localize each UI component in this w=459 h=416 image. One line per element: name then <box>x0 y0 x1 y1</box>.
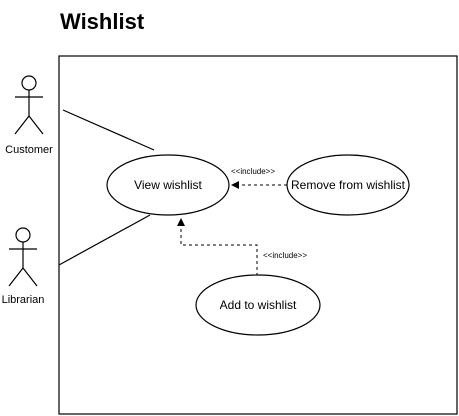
librarian-label: Librarian <box>2 294 45 306</box>
actor-customer: Customer <box>5 75 53 156</box>
librarian-stick-figure <box>8 227 38 287</box>
add-include-arrow <box>177 218 258 276</box>
use-case-remove-from-wishlist[interactable]: Remove from wishlist <box>286 154 410 216</box>
view-wishlist-label: View wishlist <box>134 178 202 192</box>
add-include-label: <<include>> <box>263 251 307 260</box>
use-case-view-wishlist[interactable]: View wishlist <box>106 154 230 216</box>
remove-from-wishlist-label: Remove from wishlist <box>291 178 406 192</box>
add-to-wishlist-label: Add to wishlist <box>220 298 297 312</box>
actor-librarian: Librarian <box>2 227 45 306</box>
use-case-add-to-wishlist[interactable]: Add to wishlist <box>195 274 321 336</box>
system-boundary <box>58 55 458 415</box>
diagram-title: Wishlist <box>60 9 145 34</box>
customer-label: Customer <box>5 144 53 156</box>
librarian-association <box>58 214 151 266</box>
customer-association <box>62 109 155 151</box>
customer-stick-figure <box>14 75 44 135</box>
remove-include-label: <<include>> <box>231 167 275 176</box>
